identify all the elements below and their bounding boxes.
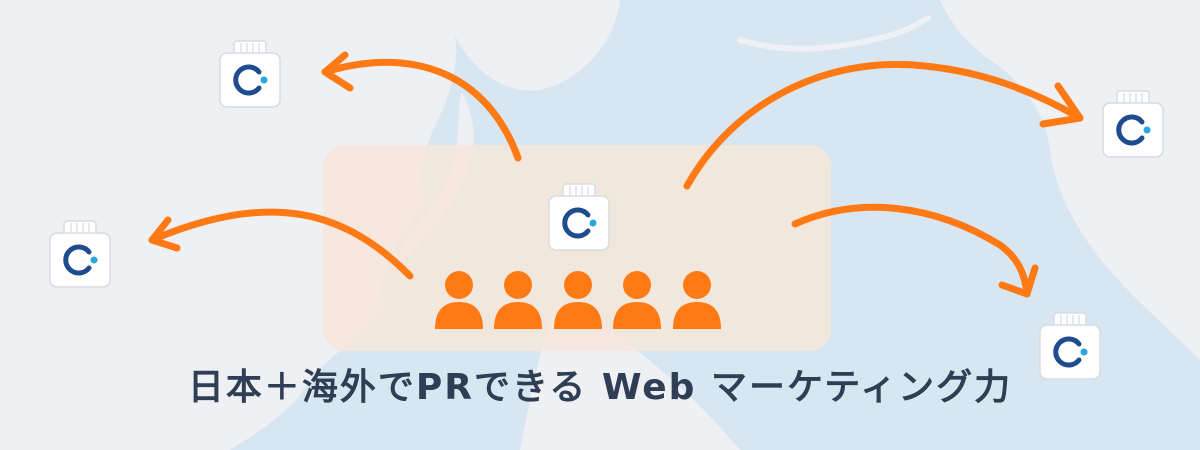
arrow-to-pacific-head — [998, 264, 1039, 298]
arrow-to-north-america — [683, 60, 1084, 190]
arrow-to-north-asia-head — [321, 51, 354, 92]
headline: 日本＋海外でPRできる Web マーケティング力 — [187, 367, 1013, 408]
arrow-to-north-asia — [321, 58, 522, 162]
arrow-to-pacific — [791, 203, 1031, 298]
arrow-to-west-asia — [148, 208, 414, 280]
arrow-to-north-america-head — [1039, 82, 1084, 128]
arrow-to-west-asia-head — [148, 216, 181, 252]
russia-far-east-landmass — [430, 0, 620, 91]
north-america-landmass — [940, 0, 1200, 360]
alaska-islands — [737, 15, 931, 52]
